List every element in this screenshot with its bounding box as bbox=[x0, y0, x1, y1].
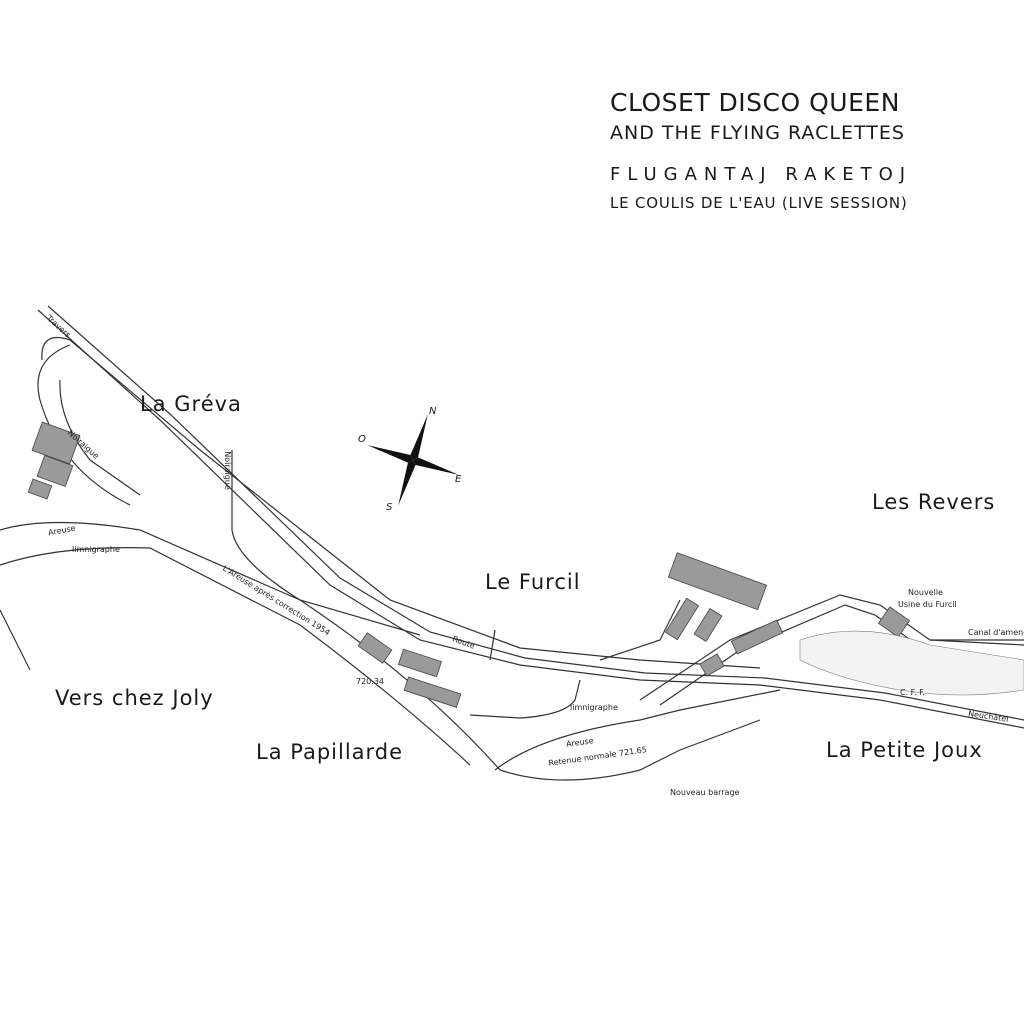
place-la-greva: La Gréva bbox=[140, 392, 242, 416]
building-papillarde-1 bbox=[357, 632, 393, 664]
title-block: CLOSET DISCO QUEEN AND THE FLYING RACLET… bbox=[610, 88, 930, 214]
water-hatch bbox=[799, 630, 1024, 696]
path-furcil bbox=[599, 599, 681, 661]
canal bbox=[639, 594, 1024, 701]
compass-n: N bbox=[429, 406, 437, 417]
building-furcil-2 bbox=[664, 597, 700, 641]
band-subtitle: AND THE FLYING RACLETTES bbox=[610, 122, 905, 144]
building-papillarde-3 bbox=[403, 676, 462, 708]
building-furcil-3 bbox=[693, 608, 723, 642]
building-furcil-1 bbox=[667, 552, 768, 611]
place-le-furcil: Le Furcil bbox=[485, 570, 581, 594]
building-furcil-5 bbox=[699, 653, 725, 677]
building-greva-2 bbox=[36, 455, 74, 487]
reservoir bbox=[494, 689, 781, 771]
areuse-river bbox=[0, 521, 501, 771]
place-la-petite-joux: La Petite Joux bbox=[826, 738, 983, 762]
river-low bbox=[0, 609, 31, 671]
label-usine: Usine du Furcil bbox=[898, 600, 957, 609]
building-greva-3 bbox=[27, 478, 53, 500]
branch-line bbox=[469, 679, 581, 719]
label-elev-1: 720.34 bbox=[356, 677, 384, 686]
road-2 bbox=[231, 450, 421, 636]
building-greva-1 bbox=[31, 421, 81, 465]
track-title: LE COULIS DE L'EAU (LIVE SESSION) bbox=[610, 194, 908, 212]
place-les-revers: Les Revers bbox=[872, 490, 996, 514]
reservoir-2 bbox=[499, 719, 761, 781]
railway-line-2 bbox=[47, 305, 1024, 721]
curved-road bbox=[37, 344, 131, 506]
compass-s: S bbox=[386, 502, 393, 513]
areuse-river-2 bbox=[0, 547, 471, 766]
building-furcil-4 bbox=[730, 619, 784, 655]
road-spur bbox=[489, 629, 496, 661]
label-limnigraphe-left: limnigraphe bbox=[72, 545, 120, 554]
label-nouveau-barrage: Nouveau barrage bbox=[670, 788, 740, 797]
curved-road-2 bbox=[59, 379, 141, 496]
album-title: FLUGANTAJ RAKETOJ bbox=[610, 164, 913, 185]
railway-line bbox=[37, 309, 1024, 729]
label-noiraigue-arrow: Noiraigue bbox=[222, 451, 232, 490]
place-la-papillarde: La Papillarde bbox=[256, 740, 404, 764]
label-nouvelle: Nouvelle bbox=[908, 588, 943, 597]
label-limnigraphe-mid: limnigraphe bbox=[570, 703, 618, 712]
compass-o: O bbox=[358, 434, 366, 445]
compass-rose bbox=[367, 414, 459, 506]
band-name: CLOSET DISCO QUEEN bbox=[610, 88, 900, 117]
place-vers-chez-joly: Vers chez Joly bbox=[55, 686, 214, 710]
label-cff: C. F. F. bbox=[900, 688, 925, 697]
label-canal: Canal d'amenée bbox=[968, 628, 1024, 637]
compass-e: E bbox=[455, 474, 462, 485]
road bbox=[41, 336, 761, 669]
building-papillarde-2 bbox=[398, 648, 442, 678]
new-plant bbox=[877, 606, 911, 638]
